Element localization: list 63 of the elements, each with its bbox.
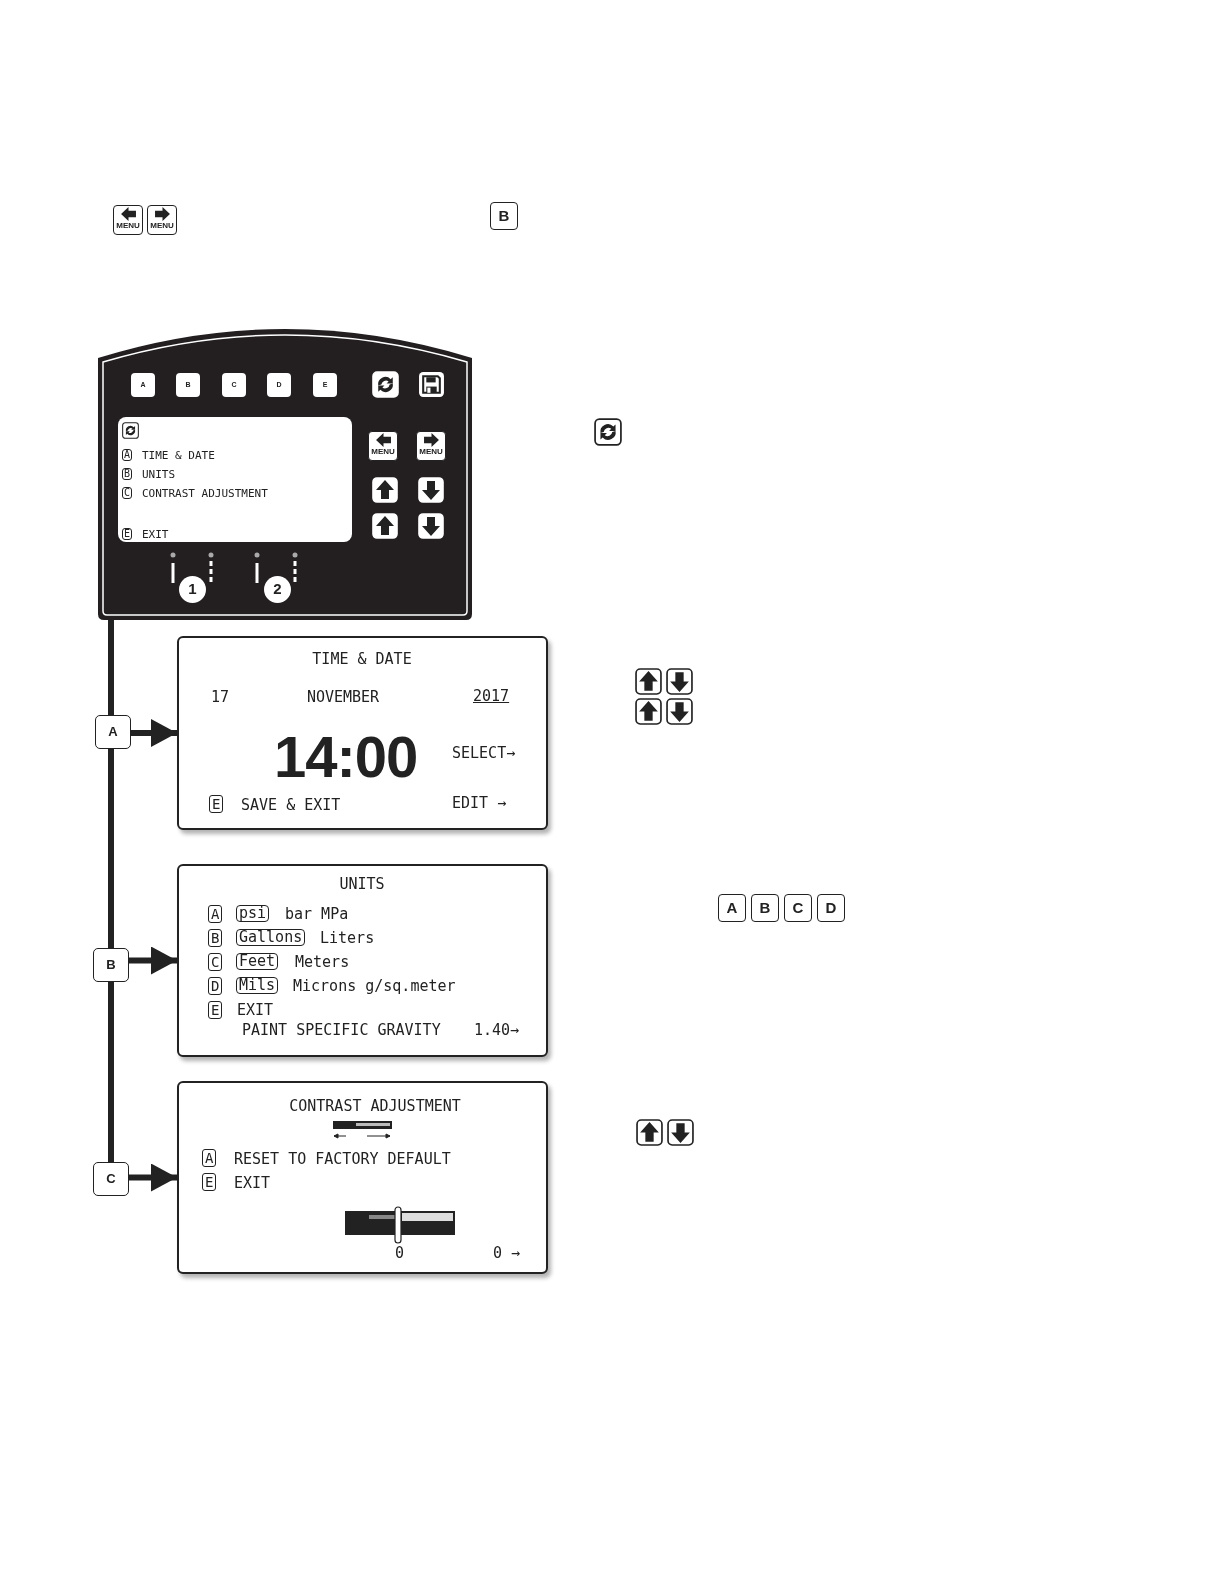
- option-letter: E: [122, 528, 133, 540]
- option-letter: E: [209, 795, 224, 813]
- letter-key: C: [784, 894, 812, 922]
- unit-option: Microns g/sq.meter: [293, 979, 456, 994]
- option-letter: E: [202, 1173, 217, 1191]
- screen-title: TIME & DATE: [312, 652, 412, 667]
- option-letter: E: [208, 1001, 223, 1019]
- contrast-value: 0 →: [493, 1246, 521, 1261]
- selected-unit: Gallons: [236, 929, 306, 946]
- setting-name: PAINT SPECIFIC GRAVITY: [242, 1023, 441, 1038]
- year-value: 2017: [473, 689, 510, 704]
- step-tag: B: [93, 948, 129, 982]
- menu-item: UNITS: [142, 469, 176, 480]
- display-screen: [177, 864, 548, 1057]
- edit-hint: EDIT →: [452, 796, 507, 811]
- letter-key: D: [817, 894, 845, 922]
- screen-title: CONTRAST ADJUSTMENT: [289, 1099, 461, 1114]
- display-screen: [118, 417, 352, 542]
- menu-item: CONTRAST ADJUSTMENT: [142, 488, 268, 499]
- key-caption: MENU: [371, 448, 395, 456]
- menu-item: EXIT: [142, 529, 169, 540]
- option-letter: A: [208, 905, 223, 923]
- key-caption: MENU: [150, 222, 174, 230]
- selected-unit: Mils: [236, 977, 279, 994]
- letter-key: B: [490, 202, 518, 230]
- day-value: 17: [211, 690, 230, 705]
- option-letter: B: [122, 468, 133, 480]
- menu-item: SAVE & EXIT: [241, 798, 341, 813]
- option-letter: C: [122, 487, 133, 499]
- connector-line: [108, 982, 114, 1162]
- arrow: [129, 946, 177, 975]
- slider-value: 0: [395, 1246, 405, 1261]
- key-caption: MENU: [419, 448, 443, 456]
- key-caption: MENU: [116, 222, 140, 230]
- screen-title: UNITS: [339, 877, 385, 892]
- letter-key: A: [718, 894, 746, 922]
- unit-option: bar MPa: [285, 907, 349, 922]
- unit-option: Meters: [295, 955, 350, 970]
- menu-item: EXIT: [234, 1176, 271, 1191]
- option-letter: B: [208, 929, 223, 947]
- month-value: NOVEMBER: [306, 690, 380, 705]
- option-letter: C: [208, 953, 223, 971]
- unit-option: Liters: [320, 931, 375, 946]
- clock-time: 14:00: [274, 728, 418, 786]
- letter-key: B: [751, 894, 779, 922]
- menu-item: RESET TO FACTORY DEFAULT: [234, 1152, 451, 1167]
- option-letter: D: [208, 977, 223, 995]
- display-screen: [177, 1081, 548, 1274]
- option-letter: A: [122, 449, 133, 461]
- step-tag: C: [93, 1162, 129, 1196]
- connector-line: [108, 620, 114, 715]
- menu-item: EXIT: [237, 1003, 274, 1018]
- menu-item: TIME & DATE: [142, 450, 215, 461]
- display-screen: [177, 636, 548, 830]
- step-tag: A: [95, 715, 131, 749]
- select-hint: SELECT→: [452, 746, 516, 761]
- selected-unit: psi: [236, 905, 270, 922]
- selected-unit: Feet: [236, 953, 279, 970]
- option-letter: A: [202, 1149, 217, 1167]
- arrow: [129, 1163, 177, 1192]
- arrow: [131, 719, 177, 747]
- setting-value: 1.40→: [474, 1023, 520, 1038]
- connector-line: [108, 749, 114, 948]
